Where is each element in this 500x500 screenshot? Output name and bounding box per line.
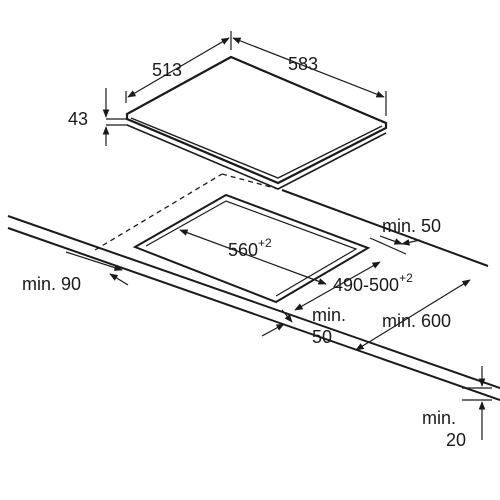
worktop-back-edge — [281, 189, 489, 267]
dim-min-50-front — [261, 309, 293, 337]
label-490-500: 490-500+2 — [333, 271, 413, 295]
dim-min-50-back — [369, 235, 421, 255]
worktop-front-edge-lower — [7, 227, 500, 401]
dim-43 — [102, 88, 128, 146]
cooktop-top-face — [125, 55, 388, 185]
label-513: 513 — [152, 60, 182, 80]
label-min-20-1: min. — [422, 408, 456, 428]
label-min-90: min. 90 — [22, 274, 81, 294]
cooktop-projection-back — [221, 173, 283, 191]
label-min-50-front-1: min. — [312, 305, 346, 325]
dim-min-90-left — [65, 251, 129, 286]
label-560: 560+2 — [228, 236, 272, 260]
label-min-50-front-2: 50 — [312, 327, 332, 347]
cooktop-edge — [130, 117, 383, 179]
label-43: 43 — [68, 109, 88, 129]
label-583: 583 — [288, 54, 318, 74]
label-min-600: min. 600 — [382, 311, 451, 331]
dim-min-20 — [462, 366, 492, 440]
worktop — [7, 173, 500, 401]
dim-583 — [232, 37, 387, 116]
cooktop-projection-left — [94, 173, 223, 251]
dim-513 — [125, 31, 232, 103]
dim-min-600 — [355, 279, 471, 351]
worktop-front-edge — [7, 215, 500, 389]
dim-490-500 — [294, 261, 381, 311]
label-min-20-2: 20 — [446, 430, 466, 450]
label-min-50-back: min. 50 — [382, 216, 441, 236]
